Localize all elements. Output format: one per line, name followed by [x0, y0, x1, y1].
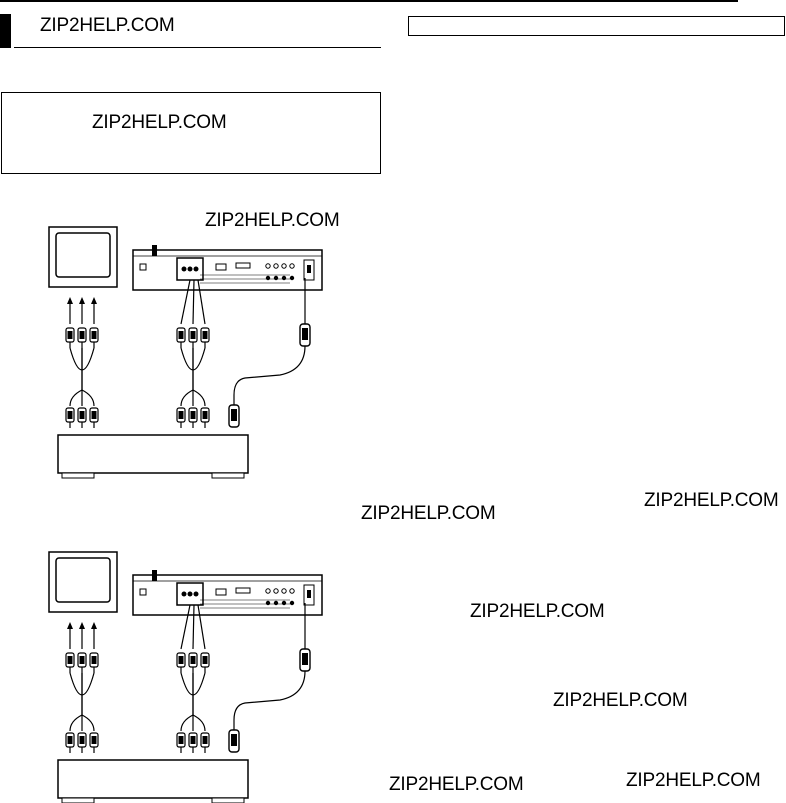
- rca-plug: [188, 652, 198, 673]
- rca-plug: [188, 407, 198, 428]
- watermark-right-1: ZIP2HELP.COM: [470, 601, 605, 622]
- rca-plug: [200, 327, 210, 348]
- cable-dvd-split: [180, 714, 206, 732]
- coax-route: [233, 670, 306, 730]
- rca-plug: [65, 407, 75, 428]
- rca-plug: [176, 732, 186, 753]
- tv-screen: [55, 557, 111, 603]
- cable-tv-split: [69, 389, 95, 407]
- arrow-head: [79, 622, 85, 629]
- rca-plug: [77, 407, 87, 428]
- rca-plug: [89, 407, 99, 428]
- watermark-right-2: ZIP2HELP.COM: [553, 690, 688, 711]
- rca-plug: [89, 327, 99, 348]
- rca-plug: [89, 732, 99, 753]
- receiver-foot: [211, 472, 245, 479]
- rca-plug: [77, 327, 87, 348]
- rca-plug: [89, 652, 99, 673]
- cable-dvd-merge: [180, 672, 206, 696]
- cable-dvd: [180, 279, 191, 325]
- section-underline: [14, 47, 381, 48]
- rca-plug: [176, 407, 186, 428]
- note-box: [1, 92, 381, 174]
- watermark-header: ZIP2HELP.COM: [40, 15, 175, 36]
- receiver-foot: [211, 797, 245, 803]
- rca-plug: [200, 407, 210, 428]
- watermark-diagram1: ZIP2HELP.COM: [205, 210, 340, 231]
- rca-plug: [200, 652, 210, 673]
- rca-plug: [176, 652, 186, 673]
- cable-dvd: [197, 604, 206, 650]
- rca-plug: [200, 732, 210, 753]
- dvd-player-rear: [132, 570, 323, 616]
- rca-plug: [77, 732, 87, 753]
- watermark-mid-right: ZIP2HELP.COM: [644, 490, 779, 511]
- rca-plug: [65, 652, 75, 673]
- receiver-foot: [61, 797, 95, 803]
- rca-plug: [188, 732, 198, 753]
- cable-tv-split: [69, 714, 95, 732]
- top-rule: [0, 0, 738, 2]
- connection-diagram-1: [48, 226, 323, 479]
- cable-tv-merge: [69, 347, 95, 371]
- section-tab: [0, 14, 11, 48]
- cable-tv-merge: [69, 672, 95, 696]
- rca-plug: [77, 652, 87, 673]
- cable-dvd: [192, 279, 195, 325]
- watermark-bottom-2: ZIP2HELP.COM: [626, 770, 761, 791]
- arrow-head: [67, 622, 73, 629]
- rca-plug: [176, 327, 186, 348]
- receiver-box: [57, 434, 249, 474]
- watermark-bottom-1: ZIP2HELP.COM: [389, 774, 524, 795]
- rca-plug: [65, 327, 75, 348]
- receiver-box: [57, 759, 249, 799]
- arrow-head: [91, 622, 97, 629]
- rca-plug: [65, 732, 75, 753]
- receiver-foot: [61, 472, 95, 479]
- tv-screen: [55, 232, 111, 278]
- connection-diagram-2: [48, 551, 323, 803]
- dvd-player-rear: [132, 245, 323, 291]
- arrow-head: [91, 297, 97, 304]
- arrow-head: [79, 297, 85, 304]
- rca-plug: [188, 327, 198, 348]
- arrow-head: [67, 297, 73, 304]
- cable-dvd-merge: [180, 347, 206, 371]
- right-header-box: [408, 16, 785, 36]
- cable-dvd: [180, 604, 191, 650]
- cable-dvd: [197, 279, 206, 325]
- cable-dvd: [192, 604, 195, 650]
- watermark-mid-left: ZIP2HELP.COM: [361, 503, 496, 524]
- coax-route: [233, 345, 306, 405]
- watermark-notebox: ZIP2HELP.COM: [92, 112, 227, 133]
- cable-dvd-split: [180, 389, 206, 407]
